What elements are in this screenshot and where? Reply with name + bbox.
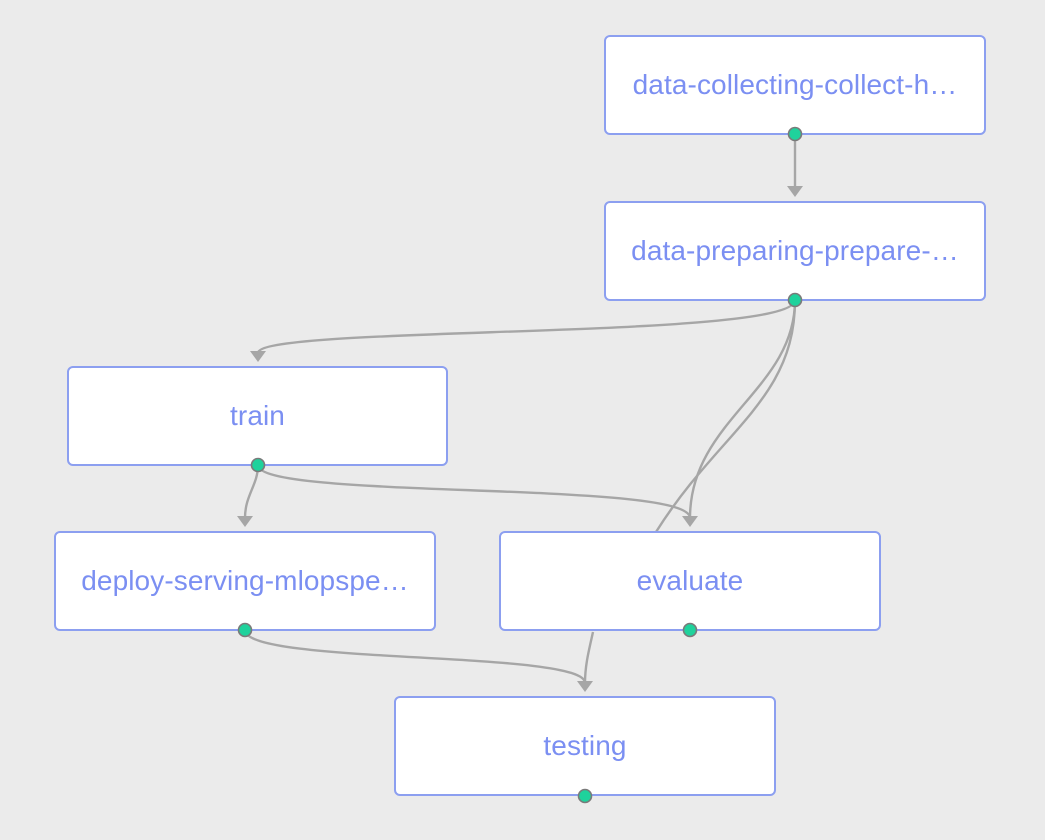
node-label-data-collecting: data-collecting-collect-h… xyxy=(632,69,958,100)
edge-deploy-serving-to-testing xyxy=(243,629,587,684)
arrowhead-testing-icon xyxy=(577,681,593,692)
edge-evaluate-to-testing xyxy=(583,631,595,684)
edge-train-to-evaluate xyxy=(256,464,692,519)
node-deploy-serving[interactable]: deploy-serving-mlopspe… xyxy=(54,531,436,631)
edge-data-preparing-to-testing xyxy=(654,299,797,533)
edge-train-to-deploy-serving xyxy=(243,464,260,519)
edge-data-preparing-to-evaluate xyxy=(688,299,797,519)
node-testing[interactable]: testing xyxy=(394,696,776,796)
node-label-data-preparing: data-preparing-prepare-… xyxy=(631,235,959,266)
node-label-train: train xyxy=(230,400,285,431)
arrowhead-data-preparing-icon xyxy=(787,186,803,197)
node-data-collecting[interactable]: data-collecting-collect-h… xyxy=(604,35,986,135)
node-train[interactable]: train xyxy=(67,366,448,466)
arrowhead-train-icon xyxy=(250,351,266,362)
node-label-deploy-serving: deploy-serving-mlopspe… xyxy=(81,565,409,596)
node-data-preparing[interactable]: data-preparing-prepare-… xyxy=(604,201,986,301)
node-evaluate[interactable]: evaluate xyxy=(499,531,881,631)
node-label-evaluate: evaluate xyxy=(636,565,744,596)
arrowhead-evaluate-icon xyxy=(682,516,698,527)
node-label-testing: testing xyxy=(543,730,627,761)
arrowhead-deploy-serving-icon xyxy=(237,516,253,527)
edge-data-preparing-to-train xyxy=(256,299,797,355)
